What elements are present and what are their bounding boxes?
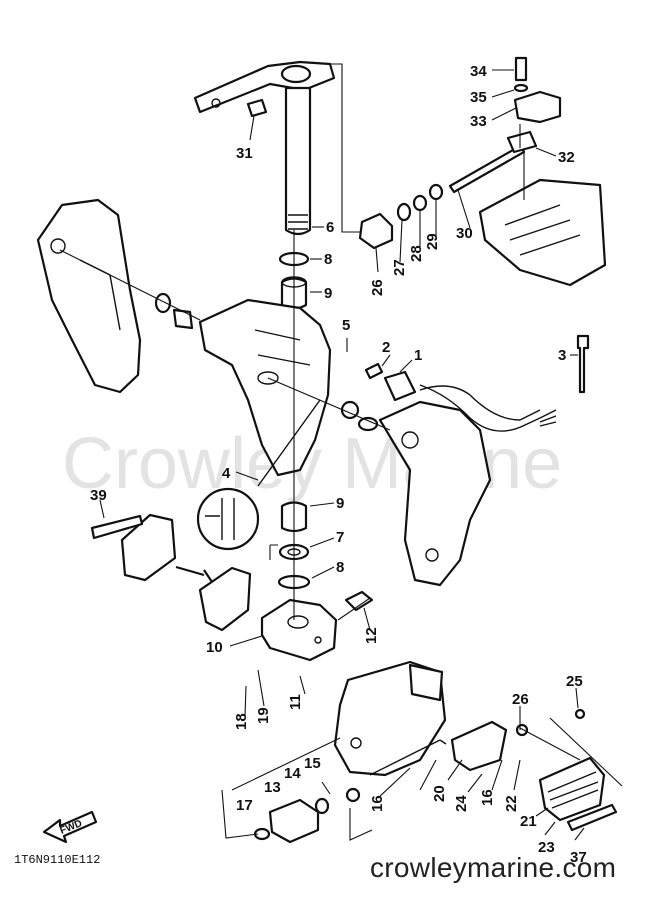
long-bolt (369, 739, 447, 776)
callout-13: 13 (264, 779, 281, 796)
site-name: crowleymarine.com (370, 852, 617, 883)
callout-18: 17 (236, 797, 253, 814)
rubber-mount (253, 787, 361, 844)
diagram-code: 1T6N9110E112 (14, 853, 101, 867)
callout-4: 4 (222, 465, 231, 482)
callout-8-upper: 8 (324, 251, 332, 268)
callout-3: 3 (558, 347, 566, 364)
anode-plate (90, 513, 177, 582)
callout-37: 35 (470, 89, 487, 106)
callout-22: 21 (520, 813, 537, 830)
callout-34: 32 (558, 149, 575, 166)
callout-7: 7 (336, 529, 344, 546)
callout-27: 26 (512, 691, 529, 708)
callout-32: 30 (456, 225, 473, 242)
detail-inset (196, 487, 260, 551)
upper-rubber-mount (358, 183, 444, 250)
callout-21: 20 (431, 785, 448, 802)
callout-14: 14 (284, 765, 301, 782)
callout-10: 10 (206, 639, 223, 656)
callout-36: 34 (470, 63, 487, 80)
callout-24: 23 (538, 839, 555, 856)
lower-mount-plate (333, 660, 447, 777)
callout-leaders (99, 69, 585, 841)
callout-35: 33 (470, 113, 487, 130)
callout-1: 1 (414, 347, 422, 364)
bolt-3 (576, 334, 590, 394)
bolt-2 (364, 362, 384, 380)
callout-33: 31 (236, 145, 253, 162)
callout-39: 39 (90, 487, 107, 504)
callout-17: 16 (369, 795, 386, 812)
callout-15: 15 (304, 755, 321, 772)
callout-30: 28 (408, 245, 425, 262)
tilt-pivot-shaft (448, 56, 562, 194)
callout-numbers: 34 35 33 32 30 29 28 27 26 31 6 8 9 5 2 … (90, 63, 587, 866)
right-mount-bracket (450, 708, 618, 832)
callout-31: 29 (424, 233, 441, 250)
lower-mount-bracket (260, 598, 338, 662)
callout-12: 12 (363, 627, 380, 644)
callout-9-lower: 9 (336, 495, 344, 512)
callout-28: 26 (369, 279, 386, 296)
callout-11: 11 (287, 694, 304, 710)
callout-16: 16 (479, 789, 496, 806)
callout-38: 37 (570, 849, 587, 866)
engine-base-plate (478, 178, 607, 287)
callout-25: 24 (453, 795, 470, 812)
callout-6: 6 (326, 219, 334, 236)
callout-20: 19 (255, 707, 272, 724)
alignment-lines (59, 63, 623, 841)
callout-2: 2 (382, 339, 390, 356)
bolt-4 (257, 399, 321, 487)
wiring-harness (419, 384, 557, 432)
callout-5: 5 (342, 317, 350, 334)
cover-plate (175, 565, 374, 632)
fwd-arrow: FWD (42, 810, 98, 844)
steering-arm (193, 60, 336, 236)
callout-19: 18 (233, 713, 250, 730)
callout-23: 22 (503, 795, 520, 812)
callout-26: 25 (566, 673, 583, 690)
callout-9-upper: 9 (324, 285, 332, 302)
left-clamp-bracket (36, 198, 194, 394)
callout-8-lower: 8 (336, 559, 344, 576)
right-clamp-bracket (340, 370, 541, 587)
callout-29: 27 (391, 259, 408, 276)
